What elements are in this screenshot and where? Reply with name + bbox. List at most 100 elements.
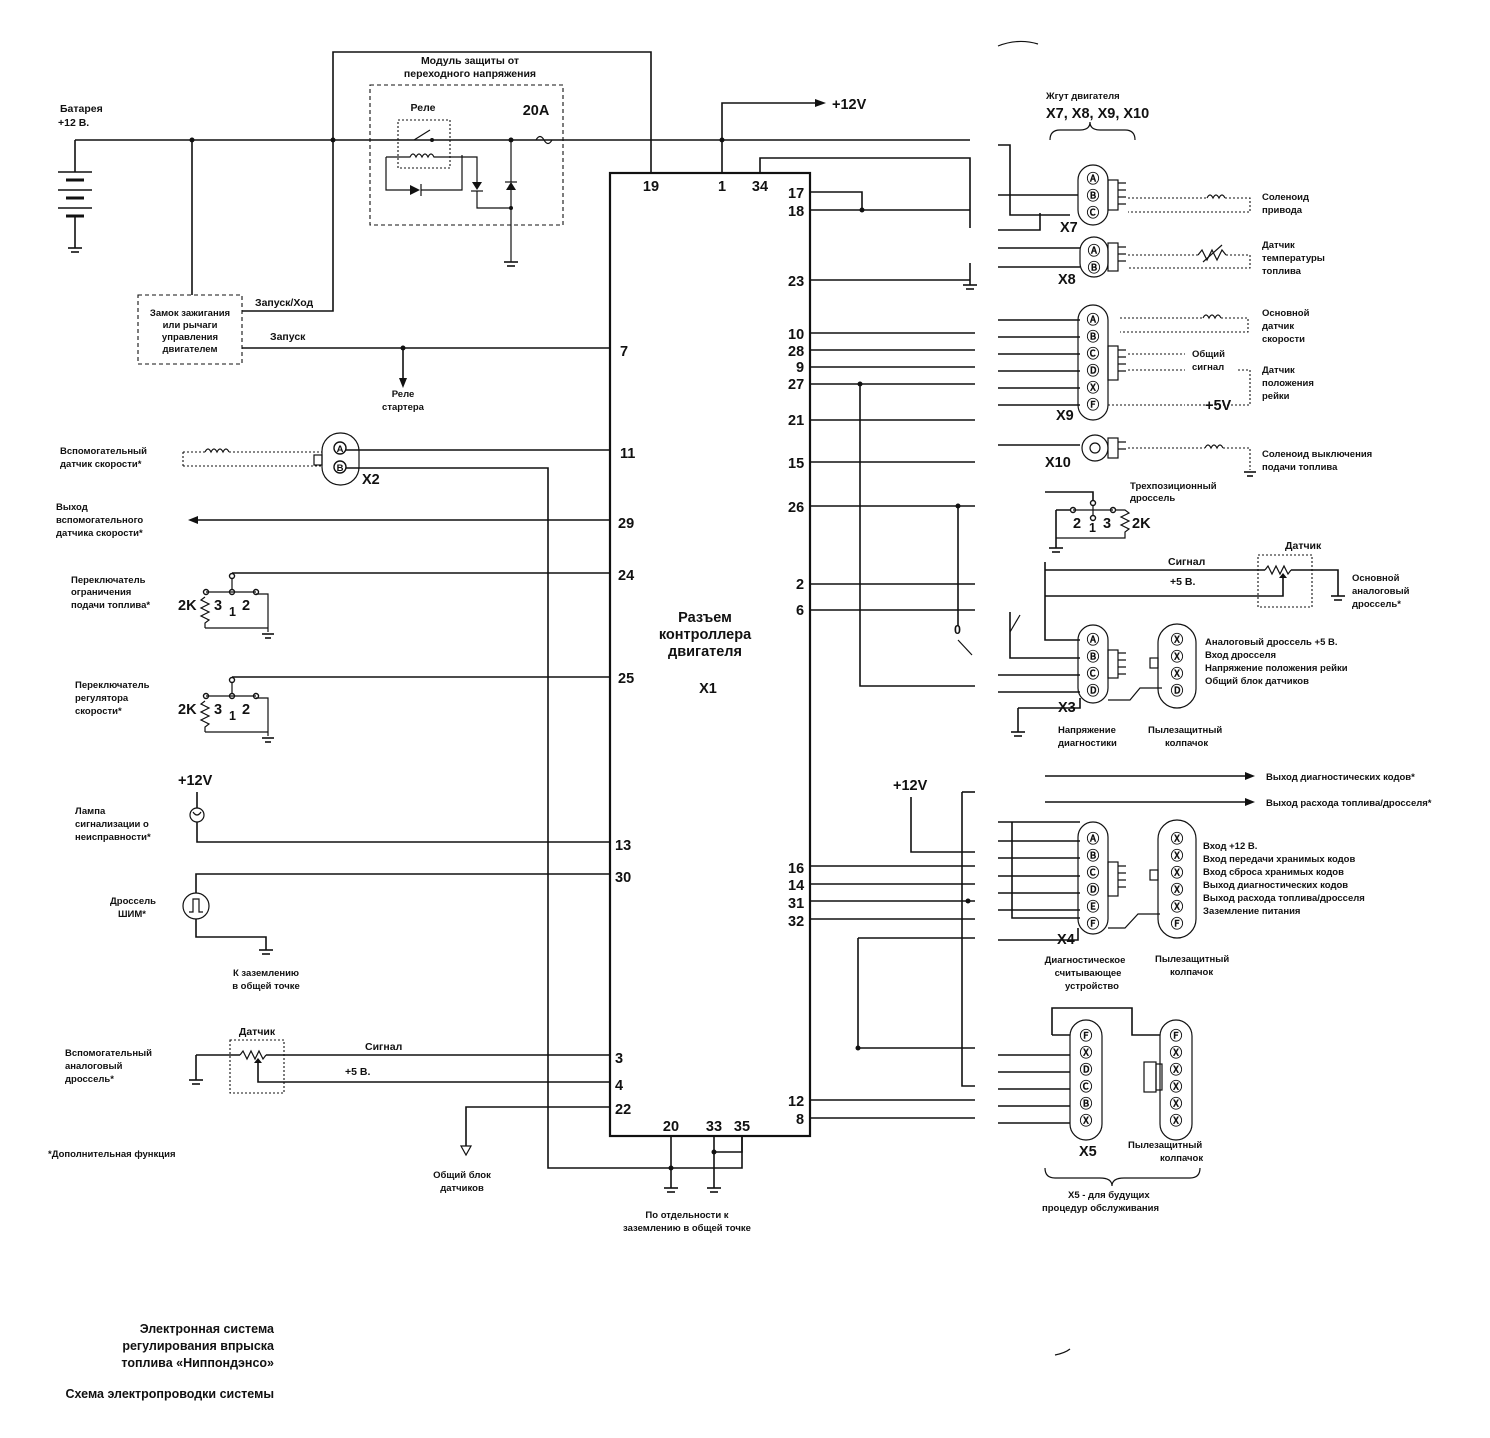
ecu-id: X1 xyxy=(699,681,717,697)
aux-analog-label-3: дроссель* xyxy=(65,1074,114,1085)
x3-signal-1: Аналоговый дроссель +5 В. xyxy=(1205,637,1338,648)
x10-desc-2: подачи топлива xyxy=(1262,462,1338,473)
pin-35: 35 xyxy=(734,1119,750,1135)
svg-text:A: A xyxy=(337,444,344,455)
pin-30: 30 xyxy=(615,870,631,886)
ground-common-1: К заземлению xyxy=(233,968,299,979)
aux-speed-output: Выход вспомогательного датчика скорости* xyxy=(56,502,610,539)
x8-desc-1: Датчик xyxy=(1262,240,1295,251)
battery-label-1: Батарея xyxy=(60,103,103,115)
pin-16: 16 xyxy=(788,861,804,877)
x8-pin-b: Ⓑ xyxy=(1088,260,1101,275)
speed-reg-label-1: Переключатель xyxy=(75,680,150,691)
pin-21: 21 xyxy=(788,413,804,429)
x3-cap-label-2: колпачок xyxy=(1165,738,1208,749)
x5-pin-1: Ⓕ xyxy=(1080,1028,1093,1043)
x4-pin-d: Ⓓ xyxy=(1087,882,1100,897)
x8-label: X8 xyxy=(1058,272,1076,288)
battery-label-2: +12 В. xyxy=(58,117,89,129)
x3-cap-pin-2: Ⓧ xyxy=(1171,649,1184,664)
plus12-top-label: +12V xyxy=(832,97,867,113)
starter-relay-1: Реле xyxy=(392,389,415,400)
main-analog-label-1: Основной xyxy=(1352,573,1400,584)
x4-signal-6: Заземление питания xyxy=(1203,906,1300,917)
speed-reg-label-3: скорости* xyxy=(75,706,122,717)
x7-pin-a: Ⓐ xyxy=(1087,171,1100,186)
x5-pin-5: Ⓑ xyxy=(1080,1096,1093,1111)
three-pos-res: 2K xyxy=(1132,516,1151,532)
connector-x10: X10 Соленоид выключения подачи топлива xyxy=(998,434,1372,477)
pin-28: 28 xyxy=(788,344,804,360)
x5-pin-3: Ⓓ xyxy=(1080,1062,1093,1077)
aux-analog-label-1: Вспомогательный xyxy=(65,1048,152,1059)
aux-out-label-2: вспомогательного xyxy=(56,515,143,526)
connector-x4: Ⓐ Ⓑ Ⓒ Ⓓ Ⓔ Ⓕ X4 Ⓧ Ⓧ Ⓧ Ⓧ Ⓧ Ⓕ Вход +12 В. В… xyxy=(998,819,1365,992)
pwm-label-1: Дроссель xyxy=(110,896,156,907)
x4-cap-pin-2: Ⓧ xyxy=(1171,848,1184,863)
pin-32: 32 xyxy=(788,914,804,930)
x9-common-1: Общий xyxy=(1192,349,1225,360)
x7-pin-b: Ⓑ xyxy=(1087,188,1100,203)
x3-cap-pin-1: Ⓧ xyxy=(1171,632,1184,647)
svg-text:B: B xyxy=(337,463,344,474)
x9-rack-2: положения xyxy=(1262,378,1314,389)
main-analog-label-2: аналоговый xyxy=(1352,586,1410,597)
x5-label: X5 xyxy=(1079,1144,1097,1160)
connector-x3: Ⓐ Ⓑ Ⓒ Ⓓ X3 Ⓧ Ⓧ Ⓧ Ⓓ Аналоговый дроссель +… xyxy=(998,562,1348,749)
pin-29: 29 xyxy=(618,516,634,532)
ecu-title-2: контроллера xyxy=(659,627,752,643)
pin-2: 2 xyxy=(796,577,804,593)
transient-protection-module: Модуль защиты от переходного напряжения … xyxy=(369,55,564,267)
x5-cap-pin-6: Ⓧ xyxy=(1170,1113,1183,1128)
pin-26: 26 xyxy=(788,500,804,516)
harness-label-2: X7, X8, X9, X10 xyxy=(1046,106,1149,122)
pin-12: 12 xyxy=(788,1094,804,1110)
pwm-label-2: ШИМ* xyxy=(118,909,146,920)
fuel-limit-res: 2K xyxy=(178,598,197,614)
x3-diag-2: диагностики xyxy=(1058,738,1117,749)
plus12-mid-label: +12V xyxy=(893,778,928,794)
x3-cap-pin-3: Ⓧ xyxy=(1171,666,1184,681)
svg-text:3: 3 xyxy=(214,598,222,614)
x5-cap-label-1: Пылезащитный xyxy=(1128,1140,1202,1151)
x4-reader-3: устройство xyxy=(1065,981,1119,992)
svg-text:2: 2 xyxy=(242,702,250,718)
svg-text:1: 1 xyxy=(229,605,236,619)
x9-pin-b: Ⓑ xyxy=(1087,329,1100,344)
x3-pin-b: Ⓑ xyxy=(1087,649,1100,664)
x3-cap-pin-4: Ⓓ xyxy=(1171,683,1184,698)
three-pos-label-2: дроссель xyxy=(1130,493,1175,504)
x4-pin-f: Ⓕ xyxy=(1087,916,1100,931)
x8-pin-a: Ⓐ xyxy=(1088,243,1101,258)
malfunction-lamp: +12V Лампа сигнализации о неисправности* xyxy=(75,773,610,843)
x4-reader-1: Диагностическое xyxy=(1045,955,1126,966)
x9-main-1: Основной xyxy=(1262,308,1310,319)
fuel-out: Выход расхода топлива/дросселя* xyxy=(1266,798,1432,809)
pin-19: 19 xyxy=(643,179,659,195)
x4-label: X4 xyxy=(1057,932,1075,948)
speed-reg-res: 2K xyxy=(178,702,197,718)
connector-x5: Ⓕ Ⓧ Ⓓ Ⓒ Ⓑ Ⓧ X5 Ⓕ Ⓧ Ⓧ Ⓧ Ⓧ Ⓧ Пылезащитный … xyxy=(998,1007,1203,1214)
pin-18: 18 xyxy=(788,204,804,220)
relay-label: Реле xyxy=(411,102,436,114)
x3-pin-d: Ⓓ xyxy=(1087,683,1100,698)
x3-diag-1: Напряжение xyxy=(1058,725,1116,736)
pin-27: 27 xyxy=(788,377,804,393)
x4-signal-4: Выход диагностических кодов xyxy=(1203,880,1348,891)
main-analog-throttle: Датчик Сигнал +5 В. Основной аналоговый … xyxy=(1045,540,1410,610)
pin-23: 23 xyxy=(788,274,804,290)
ignition-label-3: управления xyxy=(162,332,218,343)
starter-relay-2: стартера xyxy=(382,402,425,413)
three-position-throttle: Трехпозиционный дроссель 2 1 3 2K xyxy=(1045,481,1217,553)
x5-note-2: процедур обслуживания xyxy=(1042,1203,1159,1214)
pin-24: 24 xyxy=(618,568,634,584)
module-title-2: переходного напряжения xyxy=(404,68,536,80)
fuel-limit-switch: Переключатель ограничения подачи топлива… xyxy=(71,572,610,639)
pin-7: 7 xyxy=(620,344,628,360)
x5-cap-pin-2: Ⓧ xyxy=(1170,1045,1183,1060)
x5-pin-4: Ⓒ xyxy=(1080,1079,1093,1094)
ignition-label-4: двигателем xyxy=(163,344,218,355)
x4-pin-e: Ⓔ xyxy=(1087,899,1100,914)
separate-ground-2: заземлению в общей точке xyxy=(623,1223,751,1234)
start-label: Запуск xyxy=(270,331,306,343)
